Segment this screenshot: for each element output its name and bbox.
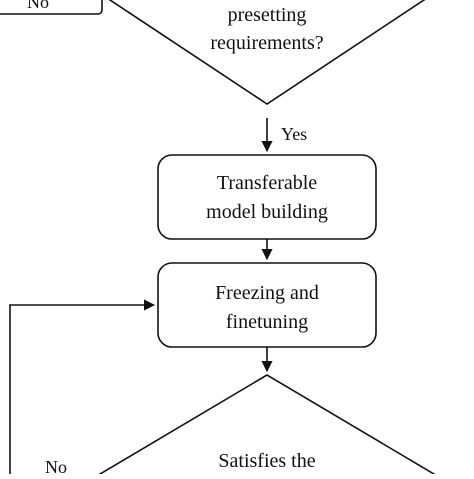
bottom-decision-diamond <box>90 374 444 479</box>
loop-back-connector <box>9 299 156 474</box>
step-transferable-box <box>157 154 377 240</box>
bottom-no-label: No <box>45 457 67 474</box>
step-transferable-line1: Transferable <box>217 172 317 194</box>
step-freezing-line2: finetuning <box>226 311 308 333</box>
step-transferable-line2: model building <box>206 201 328 223</box>
top-no-box <box>0 0 103 15</box>
bottom-decision-line1: Satisfies the <box>218 450 315 472</box>
top-decision-diamond <box>108 0 426 105</box>
step-freezing-box <box>157 262 377 348</box>
step-freezing-line1: Freezing and <box>215 282 319 304</box>
top-decision-line1: presetting <box>228 4 307 26</box>
top-decision-line2: requirements? <box>210 32 323 54</box>
yes-label: Yes <box>281 124 307 144</box>
top-no-label: No <box>27 0 49 12</box>
